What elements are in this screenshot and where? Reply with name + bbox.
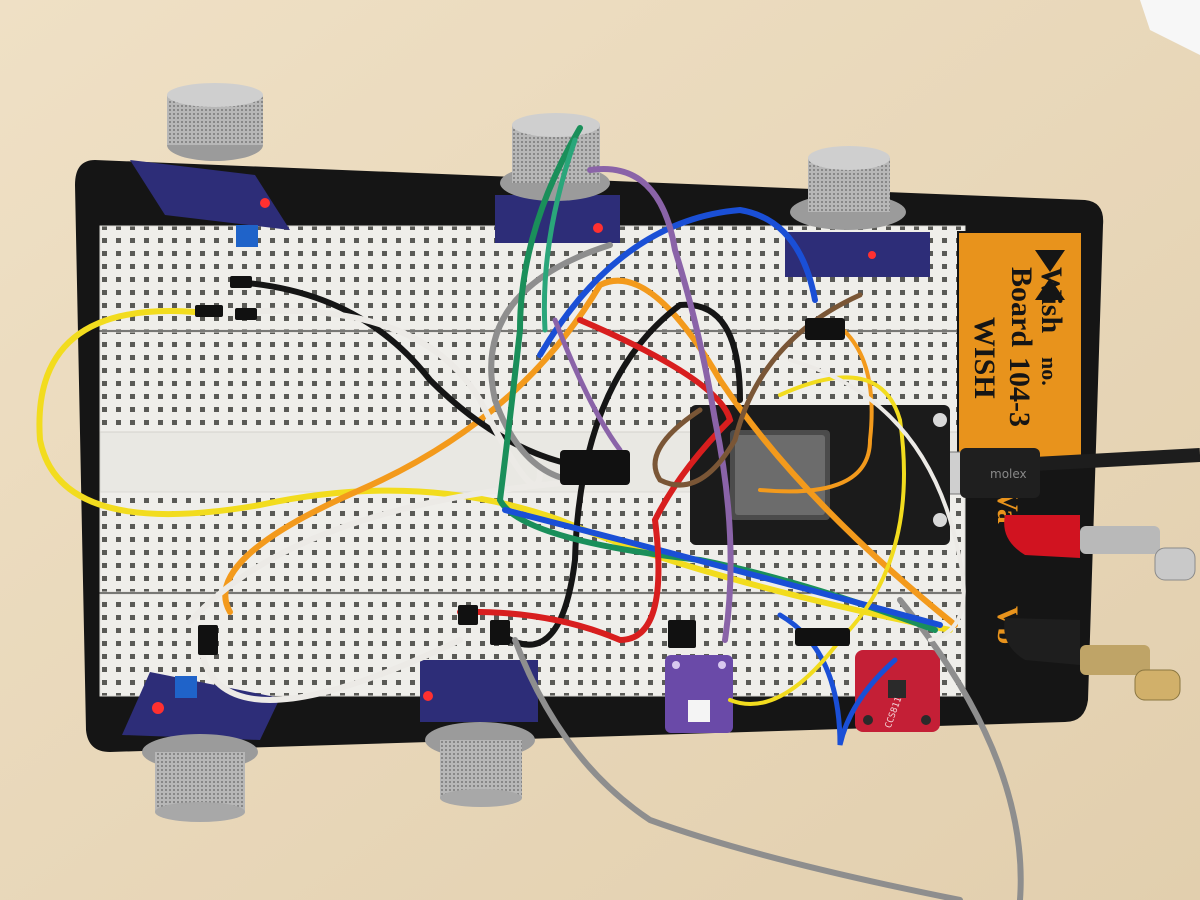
brown-wire bbox=[652, 292, 863, 488]
orange-wire bbox=[222, 277, 958, 628]
boot-button[interactable] bbox=[933, 513, 947, 527]
gas-sensor-bottom-left bbox=[122, 672, 280, 822]
yellow-wire-2 bbox=[728, 375, 906, 706]
wish-logo-icon bbox=[1035, 250, 1065, 300]
gas-sensor-top-left bbox=[130, 83, 290, 247]
black-wire bbox=[232, 279, 623, 473]
board-label-plate: Wish Board no. 104-3 WISH bbox=[957, 231, 1083, 463]
white-wire-3 bbox=[197, 637, 463, 703]
jumper-wires bbox=[36, 125, 1024, 900]
red-binding-post[interactable] bbox=[1004, 515, 1196, 581]
sensor-chip bbox=[888, 680, 906, 698]
teal-wire bbox=[541, 137, 578, 333]
board-brand-line2: Board bbox=[1005, 267, 1038, 347]
white-wire-2 bbox=[187, 477, 603, 625]
paper-corner bbox=[1140, 0, 1200, 55]
potentiometer[interactable] bbox=[236, 225, 258, 247]
reset-button[interactable] bbox=[933, 413, 947, 427]
red-breakout-sensor: CCS811 bbox=[855, 650, 940, 732]
sensor-chip bbox=[688, 700, 710, 722]
gray-wire bbox=[512, 637, 963, 900]
yellow-wire bbox=[36, 308, 953, 633]
dupont-connectors bbox=[195, 276, 850, 655]
purple-wire-2 bbox=[552, 317, 623, 453]
board-brand-word: WISH bbox=[968, 317, 1001, 399]
gray-wire-3 bbox=[488, 242, 613, 483]
potentiometer[interactable] bbox=[175, 676, 197, 698]
gas-sensor-top-right bbox=[785, 146, 930, 277]
board-model-number: 104-3 bbox=[1003, 357, 1036, 427]
esp32-dev-board[interactable] bbox=[690, 405, 950, 545]
purple-breakout-sensor bbox=[665, 655, 733, 733]
power-led bbox=[260, 198, 270, 208]
board-model-prefix: no. bbox=[1037, 357, 1062, 386]
red-wire bbox=[457, 317, 734, 644]
gas-sensor-bottom-middle bbox=[420, 660, 538, 807]
orange-wire-2 bbox=[758, 318, 874, 494]
black-binding-post[interactable] bbox=[1004, 618, 1181, 701]
gray-wire-2 bbox=[897, 597, 1024, 900]
power-led bbox=[593, 223, 603, 233]
white-wire-4 bbox=[788, 358, 966, 642]
power-led bbox=[152, 702, 164, 714]
power-led bbox=[868, 251, 876, 259]
purple-wire bbox=[587, 166, 734, 643]
cable-label: molex bbox=[990, 467, 1027, 481]
blue-wire bbox=[537, 206, 818, 358]
blue-wire-2 bbox=[502, 507, 943, 628]
board-brand-line1: Wish bbox=[1035, 267, 1068, 333]
black-wire-2 bbox=[492, 301, 743, 648]
power-led bbox=[423, 691, 433, 701]
